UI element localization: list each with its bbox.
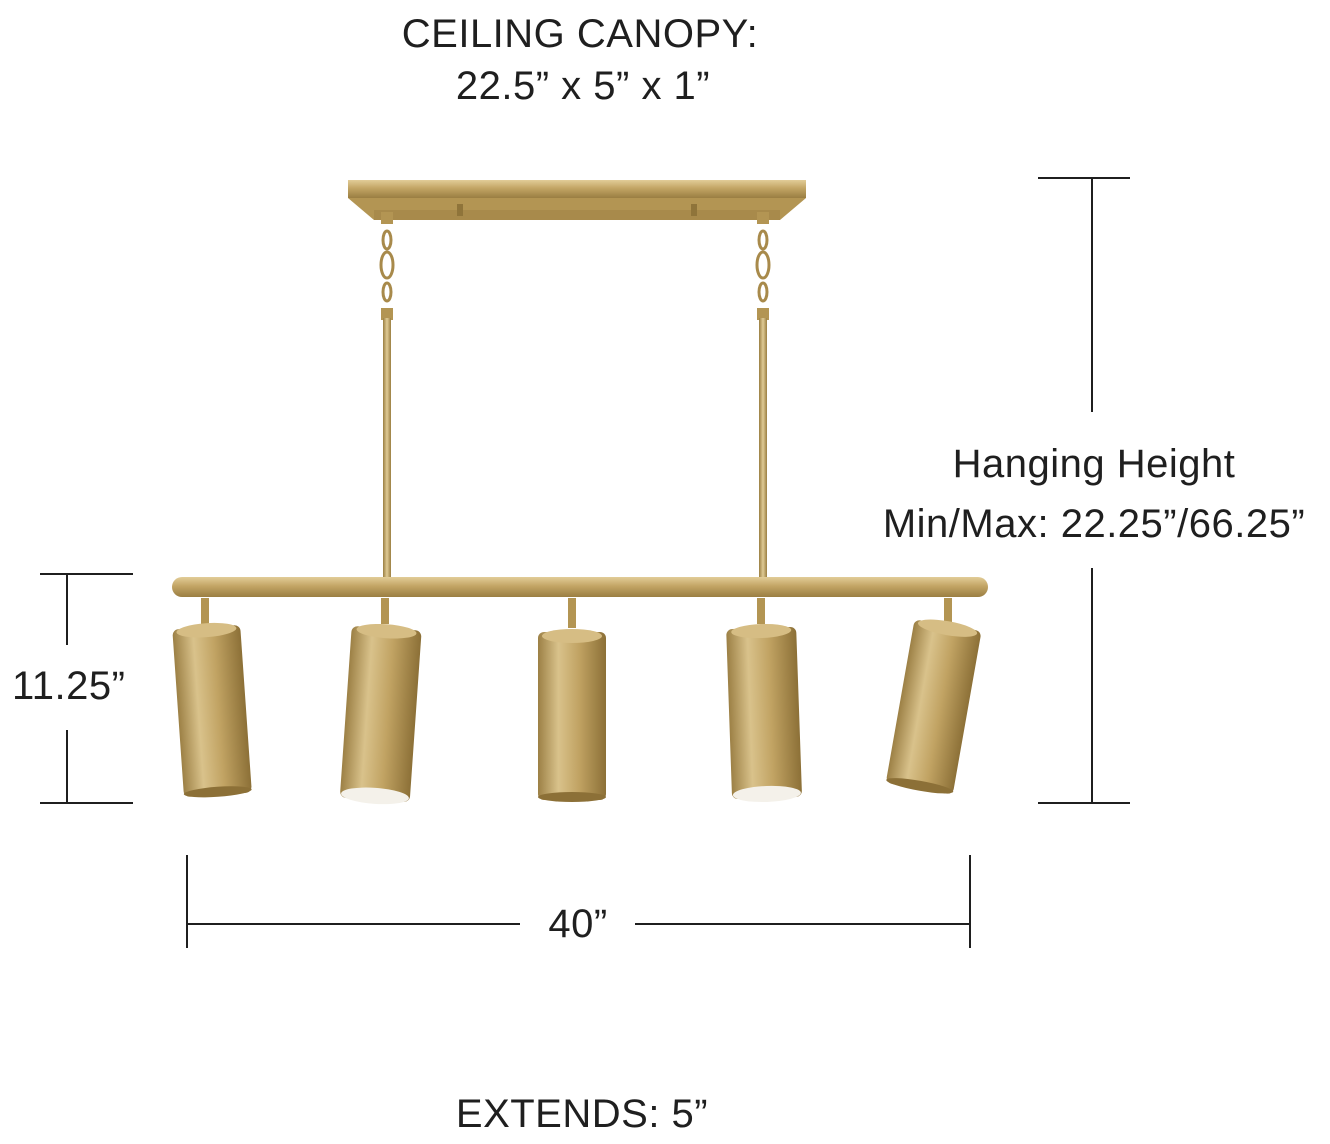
fixture-width-dimension [186, 855, 971, 948]
ceiling-canopy [348, 180, 806, 220]
canopy-title: CEILING CANOPY: [401, 12, 759, 56]
hanging-height-dimension [1038, 177, 1130, 804]
horizontal-bar [172, 577, 988, 597]
hanging-height-minmax: Min/Max: 22.25”/66.25” [882, 502, 1306, 546]
extends-label: EXTENDS: 5” [455, 1092, 709, 1136]
hanging-height-title: Hanging Height [952, 442, 1236, 486]
fixture-height-label: 11.25” [12, 664, 126, 708]
light-shade-2 [340, 598, 422, 805]
suspension-stems [381, 212, 769, 580]
fixture-height-dimension [40, 573, 133, 804]
light-shade-5 [886, 598, 981, 794]
light-shade-1 [172, 598, 252, 798]
light-shade-3 [538, 598, 606, 802]
fixture-width-label: 40” [548, 902, 608, 946]
canopy-dimensions: 22.5” x 5” x 1” [455, 64, 711, 108]
light-shade-4 [726, 598, 802, 803]
suspension-chains [379, 229, 771, 303]
